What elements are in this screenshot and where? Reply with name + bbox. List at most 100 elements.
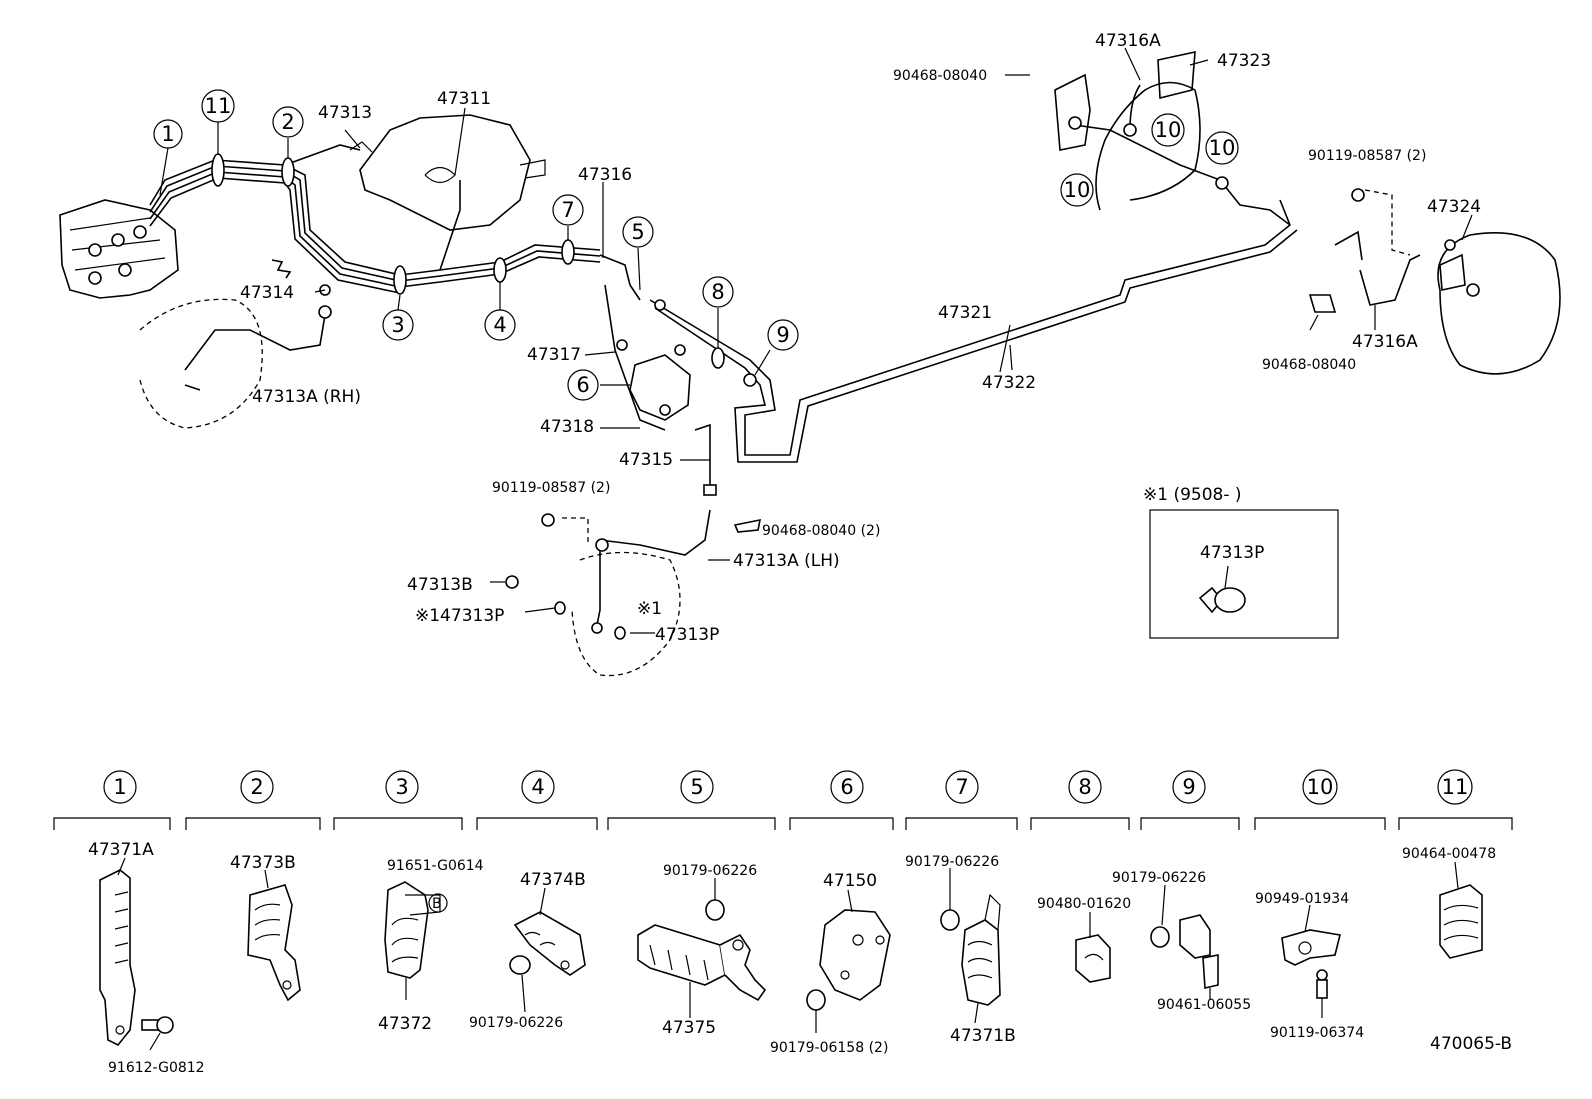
brake-booster: [349, 114, 546, 231]
clamp-4-mark: [493, 257, 507, 283]
label-47313A-RH: 47313A (RH): [252, 387, 361, 407]
label-90119-left: 90119-08587 (2): [492, 480, 610, 496]
proportioning-valve: [599, 199, 1298, 496]
legend-label-90464-00478: 90464-00478: [1402, 846, 1496, 862]
leader-lines: [159, 47, 1473, 634]
clamp-11-mark: [211, 153, 225, 187]
svg-text:2: 2: [281, 110, 294, 134]
label-47316: 47316: [578, 165, 632, 185]
legend-label-47150: 47150: [823, 871, 877, 891]
label-47311: 47311: [437, 89, 491, 109]
legend-callout-3: 3: [385, 770, 419, 804]
valve-47150: [806, 909, 891, 1011]
bracket-9: [1150, 914, 1219, 989]
leader-47373B: [264, 869, 269, 889]
legend-label-47375: 47375: [662, 1018, 716, 1038]
label-47313A-LH: 47313A (LH): [733, 551, 840, 571]
label-47317: 47317: [527, 345, 581, 365]
label-47313: 47313: [318, 103, 372, 123]
label-star1-47313P: ※147313P: [415, 606, 504, 626]
clamp-47371A: [99, 869, 174, 1047]
label-90468-right: 90468-08040: [1262, 357, 1356, 373]
svg-text:5: 5: [631, 220, 644, 244]
svg-text:11: 11: [205, 94, 232, 118]
clamp-47373B: [247, 884, 301, 1002]
leader-91612: [149, 1032, 161, 1051]
legend-label-47374B: 47374B: [520, 870, 586, 890]
legend-callout-7: 7: [945, 770, 979, 804]
clamp-47371B: [940, 893, 1001, 1006]
leader-47371B: [974, 1002, 979, 1024]
label-47318: 47318: [540, 417, 594, 437]
legend-label-90179-06158-2: 90179-06158 (2): [770, 1040, 888, 1056]
callout-1-upper: 1: [153, 119, 183, 149]
leader-90179-4: [521, 974, 526, 1013]
svg-text:8: 8: [1078, 775, 1091, 799]
inset-part-47313P: 47313P: [1200, 543, 1264, 563]
legend-callout-4: 4: [521, 770, 555, 804]
clamp-90464: [1439, 884, 1483, 959]
legend-label-47371B: 47371B: [950, 1026, 1016, 1046]
callout-10-upper-b: 10: [1205, 131, 1239, 165]
callout-10-upper-a: 10: [1151, 113, 1185, 147]
svg-text:6: 6: [576, 373, 589, 397]
label-star1: ※1: [637, 599, 662, 619]
legend-groups: 1 2 3 4 5 6 7 8 9 10 11 47371A 91612-G08…: [53, 769, 1513, 1076]
svg-text:2: 2: [250, 775, 263, 799]
master-cylinder-block: [59, 199, 179, 299]
callout-9-upper: 9: [767, 319, 799, 351]
label-47313B: 47313B: [407, 575, 473, 595]
inset-box: [1149, 509, 1339, 639]
svg-text:10: 10: [1307, 775, 1334, 799]
callout-8-upper: 8: [702, 276, 734, 308]
svg-text:4: 4: [493, 313, 506, 337]
svg-text:9: 9: [776, 323, 789, 347]
svg-text:8: 8: [711, 280, 724, 304]
callout-4-upper: 4: [484, 309, 516, 341]
svg-text:1: 1: [161, 122, 174, 146]
legend-callout-1: 1: [103, 770, 137, 804]
legend-label-90179-06226-9: 90179-06226: [1112, 870, 1206, 886]
callout-6-upper: 6: [567, 369, 599, 401]
legend-label-B: B: [432, 896, 442, 912]
svg-text:6: 6: [840, 775, 853, 799]
clamp-2-mark: [281, 157, 295, 187]
legend-callout-8: 8: [1068, 770, 1102, 804]
legend-label-91651-G0614: 91651-G0614: [387, 858, 484, 874]
leader-47371A: [117, 857, 126, 876]
clamp-7-mark: [561, 239, 575, 265]
legend-callout-6: 6: [830, 770, 864, 804]
inset-title: ※1 (9508- ): [1143, 485, 1242, 505]
leader-90464: [1454, 861, 1459, 889]
label-47324: 47324: [1427, 197, 1481, 217]
legend-label-47373B: 47373B: [230, 853, 296, 873]
legend-callout-9: 9: [1172, 770, 1206, 804]
svg-text:10: 10: [1209, 136, 1236, 160]
label-47322: 47322: [982, 373, 1036, 393]
legend-callout-11: 11: [1437, 769, 1473, 805]
svg-text:7: 7: [955, 775, 968, 799]
legend-label-90179-06226-4: 90179-06226: [469, 1015, 563, 1031]
legend-label-90119-06374: 90119-06374: [1270, 1025, 1364, 1041]
figure-code: 470065-B: [1430, 1034, 1512, 1054]
label-47314: 47314: [240, 283, 294, 303]
front-lh-brake: [505, 509, 762, 677]
legend-brackets: [53, 817, 1513, 830]
callout-2-upper: 2: [272, 106, 304, 138]
callout-5-upper: 5: [622, 216, 654, 248]
legend-label-90949-01934: 90949-01934: [1255, 891, 1349, 907]
clamp-90480: [1075, 934, 1111, 983]
legend-label-47372: 47372: [378, 1014, 432, 1034]
clamp-47374B: [509, 911, 586, 976]
svg-text:9: 9: [1182, 775, 1195, 799]
legend-label-91612-G0812: 91612-G0812: [108, 1060, 205, 1076]
legend-label-90179-06226-5: 90179-06226: [663, 863, 757, 879]
leader-47374B: [539, 887, 546, 916]
svg-text:4: 4: [531, 775, 544, 799]
label-47313P: 47313P: [655, 625, 719, 645]
svg-text:3: 3: [395, 775, 408, 799]
leader-90949: [1304, 904, 1311, 933]
clamp-3-mark: [393, 265, 407, 295]
svg-text:3: 3: [391, 313, 404, 337]
